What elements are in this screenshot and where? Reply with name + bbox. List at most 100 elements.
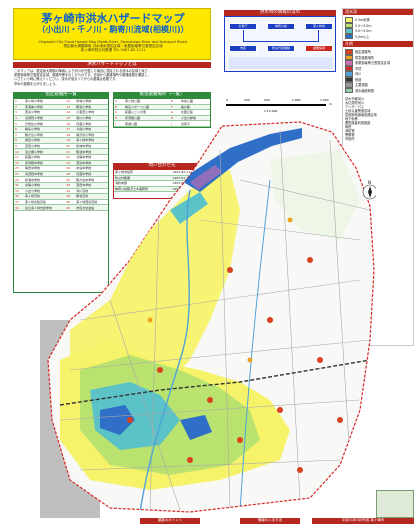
evac-number: 29 [14,176,24,183]
flood-zone-deepest [180,415,212,440]
legend-item: 5.0m以上 [345,33,411,39]
evac-name: 寒川高校 [75,188,108,195]
evac-name: 松林中学校 [75,143,108,150]
symbol-legend-list: 指定避難所緊急避難場所家屋倒壊等氾濫想定区域市境河川鉄道主要道路浸水継続時間 [343,47,413,95]
shelter-marker[interactable] [247,357,253,363]
title-en-line: 想定最大規模降雨 洪水浸水想定区域・家屋倒壊等氾濫想定区域 [63,44,163,49]
evac-marker[interactable] [237,437,243,443]
shelter-code: G [169,109,180,116]
about-text: このマップは、想定最大規模の降雨により河川が氾濫した場合に想定される浸水の区域と… [14,69,210,89]
legend-item: 家屋倒壊等氾濫想定区域 [345,60,411,66]
collapse-zone [190,165,222,190]
evac-name: 中島中学校 [75,165,108,172]
evac-number: 21 [65,148,76,155]
evac-name: 室田小学校 [24,143,66,150]
legend-item: 市境 [345,65,411,71]
legend-extra-item: 要配慮者利用施設 [345,121,371,125]
evac-marker[interactable] [267,317,273,323]
evac-name: 浜須賀中学校 [24,171,66,178]
scale-tick: 500 [264,98,270,102]
evac-name: 茅ヶ崎中学校 [75,137,108,144]
evac-name: 西浜小学校 [24,109,66,116]
symbol-legend-header: 凡例 [343,41,413,47]
flow-connector [243,30,319,42]
evac-marker[interactable] [187,457,193,463]
evac-marker[interactable] [307,257,313,263]
hill-area [270,150,360,240]
evac-number: 13 [65,104,76,111]
legend-swatch [345,17,353,23]
legend-item: 河川 [345,71,411,77]
evac-number: 28 [65,171,76,178]
evac-name: 室田中学校 [75,182,108,189]
shelter-marker[interactable] [287,217,293,223]
evac-marker[interactable] [337,417,343,423]
evac-number: 38 [65,199,76,206]
flow-box: 避難情報 [305,45,333,52]
shelter-name: 柳島スポーツ公園 [124,104,170,111]
legend-swatch [345,71,353,77]
evac-marker[interactable] [317,357,323,363]
evac-number: 31 [14,182,24,189]
about-line: 早めの避難を心がけましょう。 [14,81,59,86]
evac-number: 40 [65,204,76,211]
legend-swatch [345,22,353,28]
flow-note [229,57,333,69]
scale-tick: 0 [226,98,228,102]
contact-name: 神奈川県藤沢土木事務所 [114,186,172,193]
evac-name: 北陽小学校 [24,182,66,189]
evac-marker[interactable] [297,467,303,473]
evac-name: 浜須賀小学校 [24,115,66,122]
evac-number: 11 [14,154,24,161]
shelter-code: B [114,104,124,111]
scale-tick: 1,000 [292,98,301,102]
legend-extra-item: 病院 [345,125,352,129]
evac-name: 小和田小学校 [75,109,108,116]
evac-name: 松浪中学校 [24,176,66,183]
legend-extra-item: 急傾斜地崩壊危険区域 [345,113,377,117]
evac-number: 6 [14,126,24,133]
footer-left: 避難のポイント [140,518,200,524]
legend-swatch [345,76,353,82]
evac-name: 小出小学校 [24,188,66,195]
legend-label: 緊急避難場所 [355,55,375,60]
evac-number: 22 [65,154,76,161]
evac-marker[interactable] [207,397,213,403]
evac-marker[interactable] [227,267,233,273]
shelter-header: 緊急避難場所（一覧） [113,92,211,98]
evac-number: 17 [65,126,76,133]
flood-zone-deep [170,192,208,224]
evac-marker[interactable] [277,407,283,413]
legend-label: 指定避難所 [355,49,371,54]
road-network [59,129,371,511]
evac-name: 西浜中学校 [75,160,108,167]
legend-swatch [345,33,353,39]
legend-label: 浸水継続時間 [355,88,375,93]
evac-number: 24 [65,160,76,167]
legend-item: 主要道路 [345,82,411,88]
evac-number: 36 [65,193,76,200]
evac-markers[interactable] [127,217,343,474]
evac-marker[interactable] [127,417,133,423]
shelter-marker[interactable] [147,317,153,323]
title-en-line: Chigasaki City Flood Hazard Map (Koide R… [38,40,188,44]
evac-marker[interactable] [157,367,163,373]
evac-name: 鶴嶺高校 [75,193,108,200]
evac-number: 10 [14,148,24,155]
evac-number: 30 [65,176,76,183]
legend-extra-item: 警察署 [345,133,355,137]
evac-number: 35 [14,193,24,200]
flood-map[interactable]: N [40,120,376,518]
flood-zone-deepest [100,405,135,435]
extra-legend-list: 洪水予報河川水位周知河川アンダーパス土砂災害警戒区域急傾斜地崩壊危険区域地下街等… [343,95,413,143]
shelter-code: D [114,115,124,122]
legend-label: 鉄道 [355,77,362,82]
north-label: N [368,180,371,185]
evac-number: 4 [14,115,24,122]
scale-bar: 0 250 500 1,000 1,500 m 1:15,000 [226,98,334,116]
